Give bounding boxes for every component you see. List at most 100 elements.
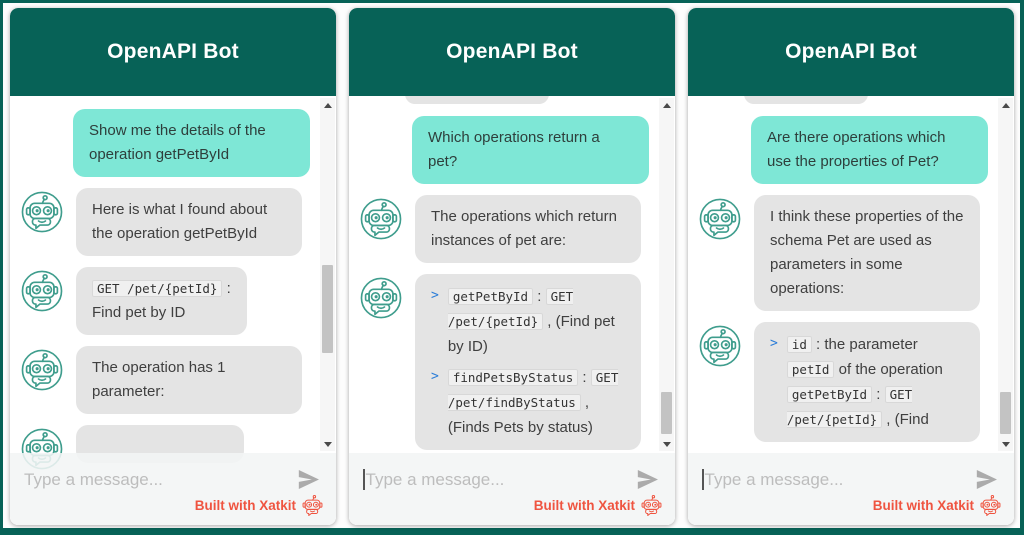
input-row: Type a message... bbox=[10, 453, 336, 493]
composer: Type a message... Built with Xatkit bbox=[349, 453, 675, 525]
chat-widget: OpenAPI Bot Are there operations which u… bbox=[688, 8, 1014, 525]
chat-header: OpenAPI Bot bbox=[688, 8, 1014, 96]
user-message-bubble: Which operations return a pet? bbox=[412, 116, 649, 184]
scroll-up-icon[interactable] bbox=[659, 98, 674, 112]
brand-link[interactable]: Built with Xatkit bbox=[873, 492, 1004, 519]
message-row: I think these properties of the schema P… bbox=[698, 195, 980, 311]
scrollbar-thumb[interactable] bbox=[322, 264, 333, 353]
chat-header: OpenAPI Bot bbox=[349, 8, 675, 96]
scroll-up-icon[interactable] bbox=[320, 98, 335, 112]
message-text: : bbox=[578, 369, 591, 386]
brand-link[interactable]: Built with Xatkit bbox=[534, 492, 665, 519]
send-button[interactable] bbox=[295, 466, 322, 493]
bot-avatar-icon bbox=[698, 324, 742, 368]
bot-avatar-icon bbox=[20, 190, 64, 234]
message-row: The operation has 1 parameter: bbox=[20, 346, 302, 414]
scroll-down-icon[interactable] bbox=[320, 437, 335, 451]
message-text: Which operations return a pet? bbox=[428, 129, 604, 170]
bot-message-bubble: >getPetById : GET /pet/{petId} , (Find p… bbox=[415, 274, 641, 450]
brand-label: Built with Xatkit bbox=[872, 498, 974, 513]
chat-header: OpenAPI Bot bbox=[10, 8, 336, 96]
message-list-block: >getPetById : GET /pet/{petId} , (Find p… bbox=[431, 284, 625, 440]
scroll-up-icon[interactable] bbox=[998, 98, 1013, 112]
list-item: > findPetsByStatus : GET /pet/findByStatu… bbox=[431, 365, 625, 440]
scrollbar-thumb[interactable] bbox=[1000, 391, 1011, 434]
message-text: I think these properties of the schema P… bbox=[770, 208, 968, 297]
bot-message-bubble: > id : the parameter petId of the operati… bbox=[754, 322, 980, 442]
list-item-text: findPetsByStatus : GET /pet/findByStatus… bbox=[447, 365, 625, 440]
text-caret bbox=[702, 469, 704, 490]
code-chip: findPetsByStatus bbox=[447, 369, 579, 386]
message-text: Here is what I found about the operation… bbox=[92, 201, 272, 242]
brand-label: Built with Xatkit bbox=[533, 498, 635, 513]
chat-title: OpenAPI Bot bbox=[785, 40, 917, 63]
message-row: Are there operations which use the prope… bbox=[734, 116, 988, 184]
send-icon bbox=[298, 470, 319, 489]
message-row: > id : the parameter petId of the operati… bbox=[698, 322, 980, 442]
message-text: , (Find pet by ID) bbox=[447, 313, 620, 355]
scroll-down-icon[interactable] bbox=[998, 437, 1013, 451]
input-placeholder: Type a message... bbox=[365, 469, 505, 489]
chat-title: OpenAPI Bot bbox=[446, 40, 578, 63]
bot-avatar-icon bbox=[20, 348, 64, 392]
scrollbar[interactable] bbox=[998, 98, 1013, 451]
code-chip: petId bbox=[786, 361, 835, 378]
user-message-bubble: Are there operations which use the prope… bbox=[751, 116, 988, 184]
list-bullet-icon: > bbox=[431, 288, 439, 303]
message-row: Which operations return a pet? bbox=[395, 116, 649, 184]
bot-avatar-icon bbox=[698, 197, 742, 241]
bot-message-bubble-cutoff bbox=[405, 96, 549, 104]
composer: Type a message... Built with Xatkit bbox=[10, 453, 336, 525]
code-chip: getPetById bbox=[447, 288, 534, 305]
input-placeholder: Type a message... bbox=[24, 469, 163, 489]
input-placeholder: Type a message... bbox=[704, 469, 844, 489]
message-row: >getPetById : GET /pet/{petId} , (Find p… bbox=[359, 274, 641, 450]
scroll-down-icon[interactable] bbox=[659, 437, 674, 451]
message-text: of the operation bbox=[834, 361, 948, 378]
bot-avatar-icon bbox=[359, 276, 403, 320]
code-chip: id bbox=[786, 336, 812, 353]
text-caret bbox=[363, 469, 365, 490]
brand-link[interactable]: Built with Xatkit bbox=[195, 492, 326, 519]
chat-widget: OpenAPI Bot Show me the details of the o… bbox=[10, 8, 336, 525]
send-icon bbox=[637, 470, 658, 489]
message-input[interactable]: Type a message... bbox=[24, 468, 295, 492]
message-text: : Find pet by ID bbox=[92, 280, 231, 321]
message-input[interactable]: Type a message... bbox=[702, 468, 973, 492]
list-bullet-icon: > bbox=[431, 369, 439, 384]
bot-message-bubble: The operation has 1 parameter: bbox=[76, 346, 302, 414]
brand-label: Built with Xatkit bbox=[194, 498, 296, 513]
message-text: , (Finds Pets by status) bbox=[447, 394, 594, 436]
list-item-text: id : the parameter petId of the operatio… bbox=[786, 332, 964, 432]
message-row: Here is what I found about the operation… bbox=[20, 188, 302, 256]
list-item: >getPetById : GET /pet/{petId} , (Find p… bbox=[431, 284, 625, 359]
input-row: Type a message... bbox=[688, 453, 1014, 493]
xatkit-logo-icon bbox=[638, 492, 665, 519]
chat-panels-row: OpenAPI Bot Show me the details of the o… bbox=[3, 3, 1020, 528]
bot-message-bubble-cutoff bbox=[744, 96, 868, 104]
bot-avatar-icon bbox=[20, 269, 64, 313]
message-text: : bbox=[872, 386, 885, 403]
input-row: Type a message... bbox=[349, 453, 675, 493]
message-text: : the parameter bbox=[811, 336, 922, 353]
xatkit-logo-icon bbox=[977, 492, 1004, 519]
chat-title: OpenAPI Bot bbox=[107, 40, 239, 63]
message-text: Show me the details of the operation get… bbox=[89, 122, 270, 163]
message-list-block: > id : the parameter petId of the operati… bbox=[770, 332, 964, 432]
list-bullet-icon: > bbox=[770, 336, 778, 351]
scrollbar[interactable] bbox=[659, 98, 674, 451]
send-button[interactable] bbox=[634, 466, 661, 493]
bot-message-bubble: I think these properties of the schema P… bbox=[754, 195, 980, 311]
user-message-bubble: Show me the details of the operation get… bbox=[73, 109, 310, 177]
message-text: The operations which return instances of… bbox=[431, 208, 622, 249]
send-button[interactable] bbox=[973, 466, 1000, 493]
scrollbar[interactable] bbox=[320, 98, 335, 451]
scrollbar-thumb[interactable] bbox=[661, 391, 672, 434]
bot-message-bubble: GET /pet/{petId} : Find pet by ID bbox=[76, 267, 247, 335]
code-chip: GET /pet/{petId} bbox=[92, 280, 223, 297]
message-text: : bbox=[533, 288, 546, 305]
bot-avatar-icon bbox=[359, 197, 403, 241]
message-input[interactable]: Type a message... bbox=[363, 468, 634, 492]
bot-message-bubble: The operations which return instances of… bbox=[415, 195, 641, 263]
